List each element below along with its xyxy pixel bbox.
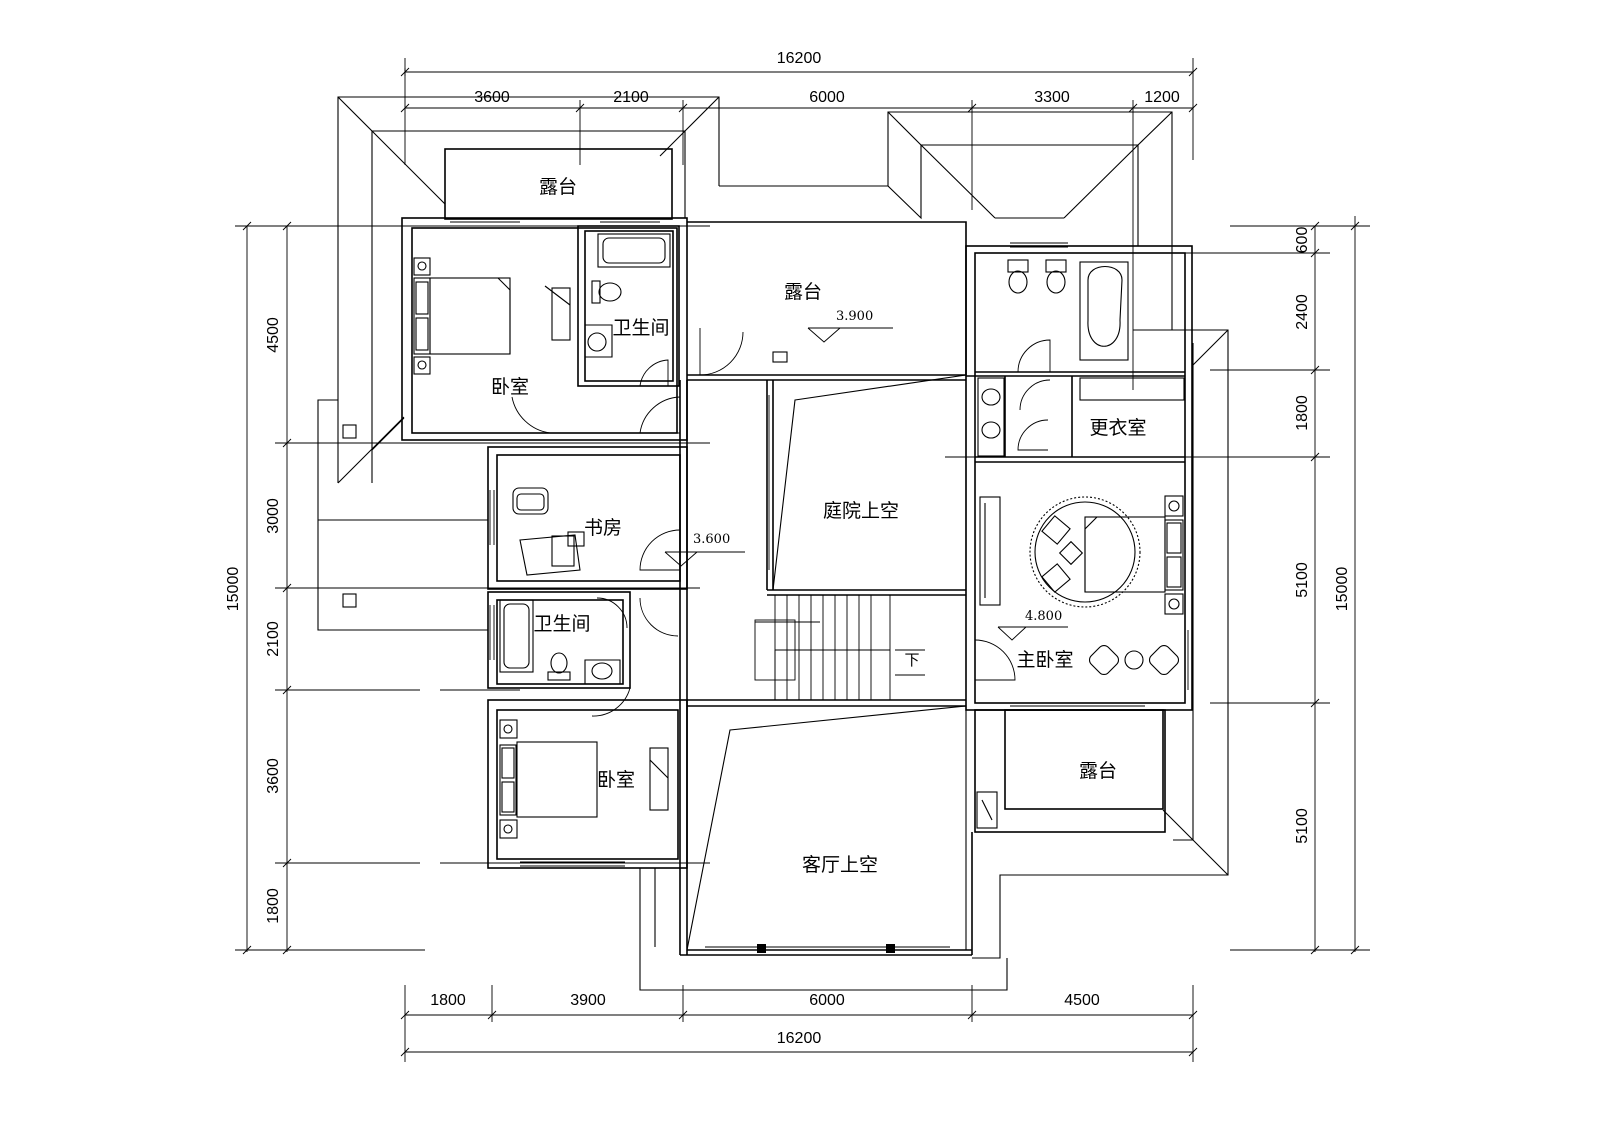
level-hall: 3.600 <box>693 532 730 547</box>
dim-bottom-total: 16200 <box>777 1030 822 1047</box>
level-master: 4.800 <box>1025 609 1062 624</box>
room-label-bathroom-lower: 卫生间 <box>533 613 590 635</box>
dimension-lines <box>235 58 1370 1062</box>
dim-top-seg-3: 6000 <box>809 89 845 106</box>
stair-down-label: 下 <box>904 651 919 669</box>
dim-right-seg-1: 600 <box>1294 227 1311 254</box>
dim-bottom-seg-1: 1800 <box>430 992 466 1009</box>
room-label-study: 书房 <box>584 517 622 539</box>
window-post <box>757 944 766 953</box>
dim-right-seg-4: 5100 <box>1294 562 1311 598</box>
dim-bottom-seg-3: 6000 <box>809 992 845 1009</box>
column <box>772 351 788 363</box>
room-label-terrace-right: 露台 <box>1079 760 1117 782</box>
level-markers <box>664 327 1068 641</box>
window-post <box>886 944 895 953</box>
dim-top-seg-5: 1200 <box>1144 89 1180 106</box>
door-swings <box>511 328 1051 717</box>
dim-left-seg-2: 3000 <box>265 498 282 534</box>
room-label-bedroom-lower: 卧室 <box>597 769 635 791</box>
room-label-terrace-top-center: 露台 <box>784 281 822 303</box>
furniture <box>413 233 1185 839</box>
staircase <box>754 595 925 701</box>
dim-left-seg-3: 2100 <box>265 621 282 657</box>
room-label-terrace-top-left: 露台 <box>539 176 577 198</box>
dim-left-total: 15000 <box>225 567 242 612</box>
dim-bottom-seg-2: 3900 <box>570 992 606 1009</box>
room-label-living-void: 客厅上空 <box>802 854 878 876</box>
dim-bottom-seg-4: 4500 <box>1064 992 1100 1009</box>
room-label-dressing-room: 更衣室 <box>1089 417 1146 439</box>
dim-top-total: 16200 <box>777 50 822 67</box>
dim-right-seg-2: 2400 <box>1294 294 1311 330</box>
walls <box>401 148 1193 956</box>
dim-top-seg-4: 3300 <box>1034 89 1070 106</box>
roof-outlines <box>317 96 1229 991</box>
windows <box>450 221 1193 948</box>
room-label-master-bedroom: 主卧室 <box>1016 649 1073 671</box>
void-outlines <box>686 374 967 951</box>
room-label-bedroom-top: 卧室 <box>491 376 529 398</box>
dim-left-seg-4: 3600 <box>265 758 282 794</box>
dim-right-seg-3: 1800 <box>1294 395 1311 431</box>
level-terrace: 3.900 <box>836 309 873 324</box>
dim-left-seg-1: 4500 <box>265 317 282 353</box>
dim-right-seg-5: 5100 <box>1294 808 1311 844</box>
room-label-bathroom-top: 卫生间 <box>612 317 669 339</box>
room-label-courtyard-void: 庭院上空 <box>823 500 899 522</box>
dim-right-total: 15000 <box>1334 567 1351 612</box>
dim-left-seg-5: 1800 <box>265 888 282 924</box>
